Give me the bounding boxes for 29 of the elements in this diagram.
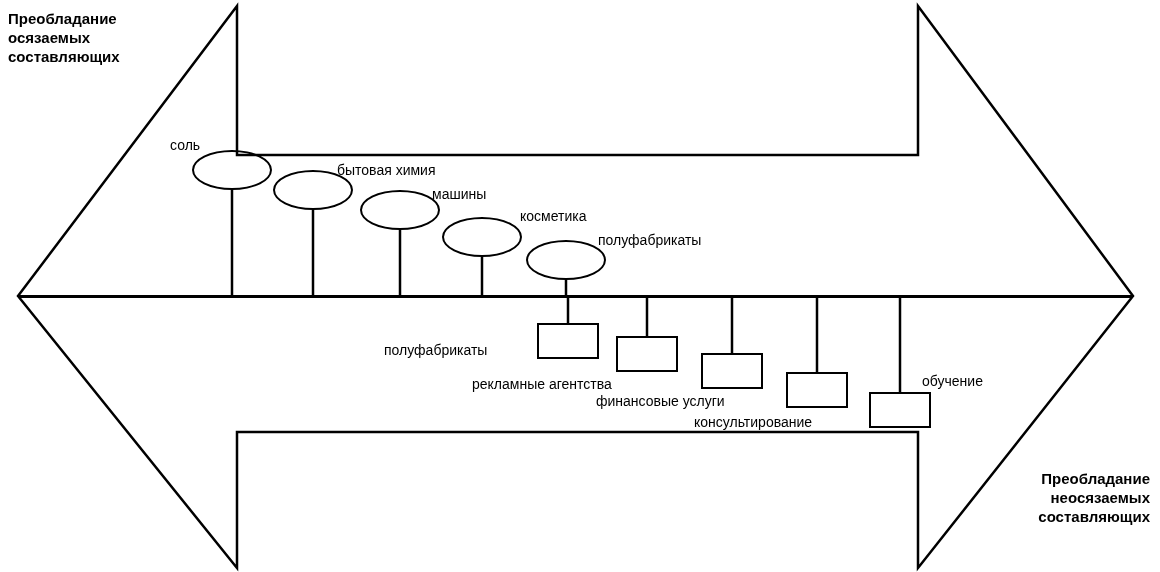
item-caption: бытовая химия <box>337 162 436 178</box>
connector-line <box>898 297 902 392</box>
ellipse <box>442 217 522 257</box>
connector-line <box>480 257 484 295</box>
connector-line <box>815 297 819 372</box>
connector-line <box>730 297 734 353</box>
rectangle-box <box>786 372 848 408</box>
connector-line <box>398 230 402 295</box>
item-caption: рекламные агентства <box>472 376 612 392</box>
rectangle-box <box>701 353 763 389</box>
axis-line <box>18 295 1133 298</box>
connector-line <box>645 297 649 336</box>
corner-heading: Преобладание осязаемых составляющих <box>8 9 121 66</box>
item-caption: консультирование <box>694 414 813 430</box>
item-caption: машины <box>432 186 487 202</box>
connector-line <box>230 190 234 295</box>
rectangle-box <box>537 323 599 359</box>
connector-line <box>311 210 315 295</box>
item-caption: косметика <box>520 208 587 224</box>
item-caption: полуфабрикаты <box>598 232 702 248</box>
item-caption: обучение <box>922 373 983 389</box>
rectangle-box <box>616 336 678 372</box>
corner-heading: Преобладание неосязаемых составляющих <box>1037 469 1150 526</box>
item-caption: соль <box>170 137 201 153</box>
connector-line <box>566 297 570 323</box>
ellipse <box>192 150 272 190</box>
item-caption: полуфабрикаты <box>384 342 488 358</box>
item-caption: финансовые услуги <box>596 393 725 409</box>
rectangle-box <box>869 392 931 428</box>
